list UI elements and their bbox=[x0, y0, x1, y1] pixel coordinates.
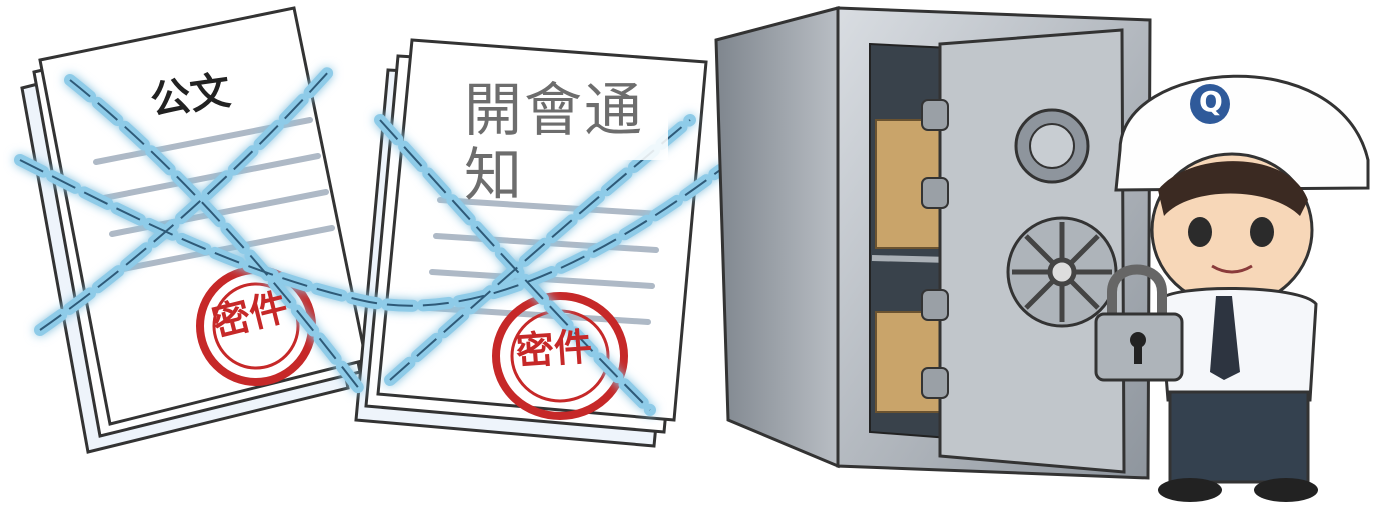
caption-overlay-background bbox=[462, 72, 668, 160]
left-document-title: 公文 bbox=[147, 67, 234, 125]
meeting-notice-caption: 開會通知 bbox=[464, 76, 645, 209]
chains bbox=[14, 64, 726, 416]
safe-hinges bbox=[921, 99, 949, 399]
stamp-ring-right bbox=[492, 292, 628, 420]
padlock bbox=[1094, 264, 1184, 382]
helmet-badge-letter: Q bbox=[1199, 85, 1223, 118]
safe bbox=[714, 6, 1152, 480]
right-confidential-stamp-text: 密件 bbox=[514, 324, 594, 374]
helmet-badge bbox=[1190, 84, 1230, 124]
safe-handle-wheel bbox=[1006, 216, 1118, 328]
combination-dial bbox=[1014, 108, 1090, 184]
security-officer bbox=[1094, 74, 1370, 502]
